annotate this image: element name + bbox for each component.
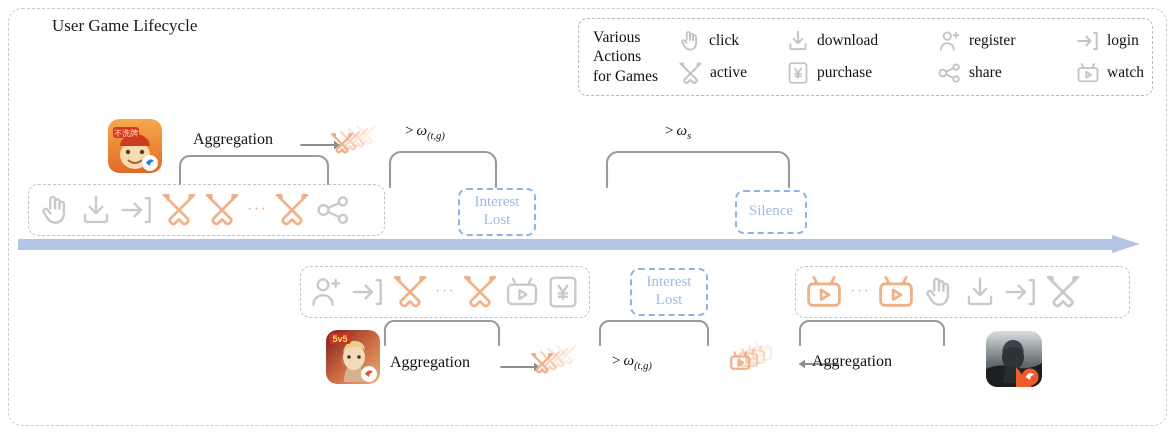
state-interest-lost-lower: Interest Lost bbox=[630, 268, 708, 316]
lower-left-aggregated-active-stack bbox=[530, 343, 592, 400]
purchase-icon bbox=[544, 273, 582, 311]
strip-ellipsis: ··· bbox=[247, 201, 268, 218]
login-icon bbox=[1075, 28, 1101, 54]
svg-text:5v5: 5v5 bbox=[332, 334, 347, 344]
watch-icon bbox=[503, 273, 541, 311]
active-icon bbox=[390, 272, 430, 312]
upper-aggregation-brace bbox=[178, 153, 330, 185]
legend-label-share: share bbox=[969, 64, 1002, 81]
upper-aggregated-active-stack bbox=[330, 123, 392, 180]
page-title: User Game Lifecycle bbox=[52, 16, 198, 35]
legend-label-download: download bbox=[817, 31, 879, 49]
legend-item-share: share bbox=[937, 60, 1075, 86]
lower-right-action-strip: ··· bbox=[795, 266, 1130, 318]
legend-panel: Various Actions for Games click bbox=[578, 18, 1153, 96]
active-icon bbox=[202, 190, 242, 230]
legend-row-1: click download bbox=[677, 28, 1175, 54]
state-interest-lost-upper: Interest Lost bbox=[458, 188, 536, 236]
login-icon bbox=[118, 191, 156, 229]
legend-item-download: download bbox=[785, 28, 937, 54]
card-game-icon: 不洗牌 bbox=[108, 119, 162, 173]
state-silence: Silence bbox=[735, 190, 807, 234]
legend-item-active: active bbox=[677, 60, 785, 87]
upper-omega-tg-label: > ω(t,g) bbox=[405, 123, 445, 142]
legend-title-line1: Various bbox=[593, 28, 641, 46]
legend-item-login: login bbox=[1075, 28, 1175, 54]
state-line1: Interest bbox=[646, 274, 692, 291]
share-icon bbox=[315, 191, 353, 229]
legend-title-line2: Actions bbox=[593, 48, 642, 66]
upper-omega-s-label: > ωs bbox=[665, 123, 692, 142]
legend-label-register: register bbox=[969, 31, 1016, 49]
strip-ellipsis: ··· bbox=[435, 283, 456, 300]
state-line1: Interest bbox=[474, 194, 520, 211]
timeline-arrowhead bbox=[1112, 235, 1140, 253]
state-line2: Lost bbox=[483, 212, 511, 228]
legend-row-2: active purchase bbox=[677, 60, 1175, 87]
legend-title-line3: for Games bbox=[593, 67, 658, 85]
click-icon bbox=[36, 191, 74, 229]
outer-frame bbox=[8, 8, 1167, 426]
legend-label-click: click bbox=[709, 31, 740, 49]
legend-entries: click download bbox=[677, 28, 1175, 87]
active-icon bbox=[272, 190, 312, 230]
moba-game-icon: 5v5 bbox=[326, 330, 380, 384]
upper-aggregation-label: Aggregation bbox=[193, 131, 273, 148]
upper-brace-omega-s bbox=[605, 148, 791, 188]
legend-label-login: login bbox=[1107, 31, 1139, 49]
legend-title: Various Actions for Games bbox=[593, 28, 677, 86]
click-icon bbox=[677, 28, 703, 54]
lower-brace-omega-tg bbox=[598, 318, 710, 346]
watch-icon bbox=[1075, 60, 1101, 86]
upper-aggregation-arrow bbox=[300, 138, 346, 157]
legend-label-watch: watch bbox=[1107, 64, 1145, 81]
lower-right-aggregated-watch-stack bbox=[728, 340, 794, 399]
download-icon bbox=[961, 273, 999, 311]
state-line1: Silence bbox=[748, 203, 794, 220]
active-icon bbox=[460, 272, 500, 312]
login-icon bbox=[1002, 273, 1040, 311]
lower-left-aggregation-brace bbox=[383, 318, 501, 346]
click-icon bbox=[920, 273, 958, 311]
register-icon bbox=[308, 273, 346, 311]
legend-label-purchase: purchase bbox=[817, 64, 873, 81]
lower-left-action-strip: ··· bbox=[300, 266, 590, 318]
share-icon bbox=[937, 60, 963, 86]
legend-label-active: active bbox=[710, 64, 748, 81]
login-icon bbox=[349, 273, 387, 311]
watch-icon bbox=[803, 271, 845, 313]
active-icon bbox=[1043, 272, 1083, 312]
lower-right-aggregation-label: Aggregation bbox=[812, 353, 892, 370]
active-icon bbox=[159, 190, 199, 230]
purchase-icon bbox=[785, 60, 811, 86]
legend-item-watch: watch bbox=[1075, 60, 1175, 86]
timeline-bar bbox=[18, 239, 1116, 250]
lower-left-aggregation-label: Aggregation bbox=[390, 354, 470, 371]
register-icon bbox=[937, 28, 963, 54]
shooter-game-icon bbox=[986, 331, 1042, 387]
download-icon bbox=[77, 191, 115, 229]
strip-ellipsis: ··· bbox=[850, 283, 871, 300]
legend-item-purchase: purchase bbox=[785, 60, 937, 86]
legend-item-register: register bbox=[937, 28, 1075, 54]
timeline-axis bbox=[18, 235, 1140, 253]
legend-item-click: click bbox=[677, 28, 785, 54]
lower-left-aggregation-arrow bbox=[500, 360, 546, 379]
watch-icon bbox=[875, 271, 917, 313]
active-icon bbox=[677, 60, 704, 87]
upper-action-strip: ··· bbox=[28, 184, 385, 236]
lower-omega-tg-label: > ω(t,g) bbox=[612, 353, 652, 372]
upper-brace-omega-tg bbox=[388, 148, 498, 188]
lower-right-aggregation-brace bbox=[798, 318, 946, 346]
svg-text:不洗牌: 不洗牌 bbox=[114, 128, 138, 138]
state-line2: Lost bbox=[655, 292, 683, 308]
download-icon bbox=[785, 28, 811, 54]
lower-right-aggregation-arrow bbox=[793, 357, 839, 376]
